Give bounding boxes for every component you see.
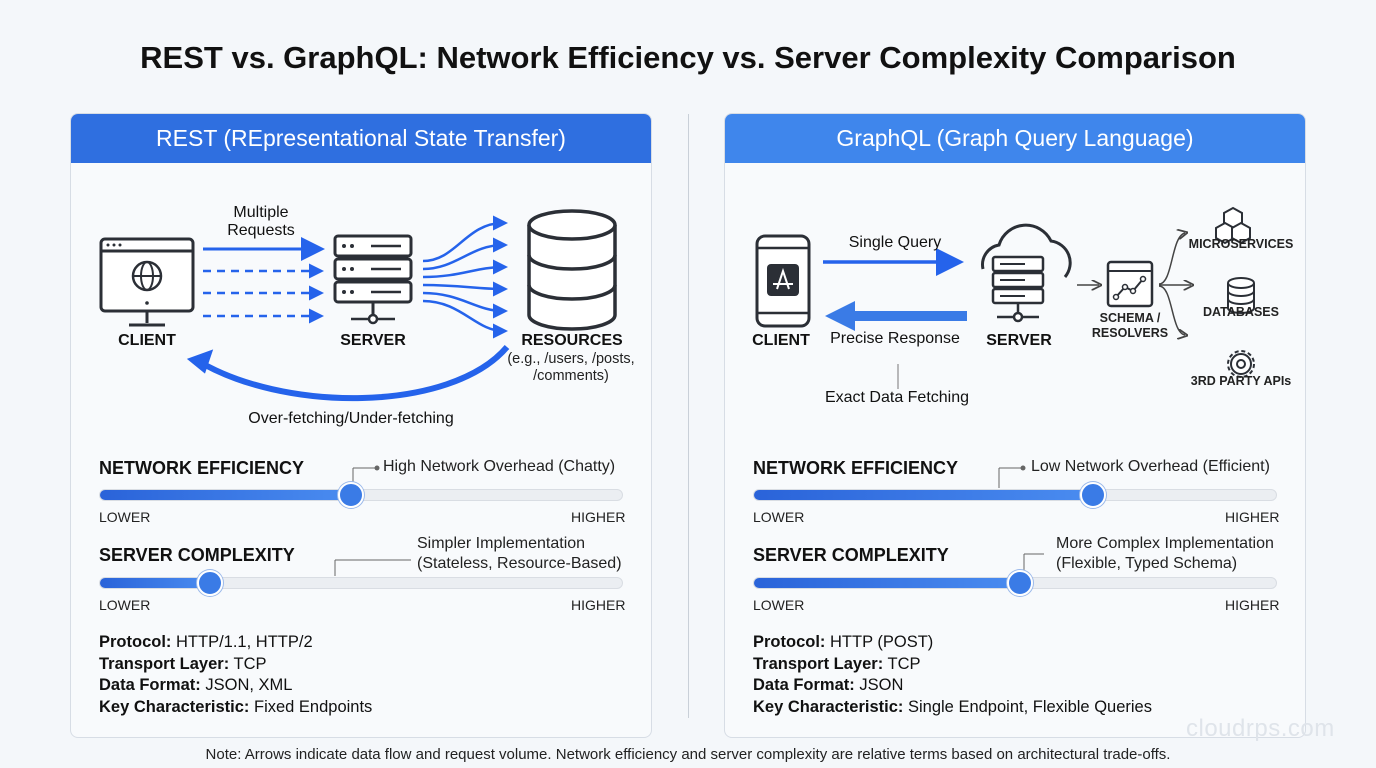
- fan-out-arrows: [422, 215, 508, 339]
- server-label: SERVER: [986, 332, 1052, 349]
- server-complexity-title: SERVER COMPLEXITY: [753, 545, 949, 565]
- graphql-diagram: [755, 206, 1255, 389]
- resources-examples: (e.g., /users, /posts, /comments): [491, 351, 651, 385]
- panel-divider: [688, 114, 689, 718]
- client-label: CLIENT: [752, 332, 810, 349]
- server-complexity-track: [99, 570, 623, 596]
- network-efficiency-fill: [100, 490, 351, 500]
- databases-icon: [1227, 277, 1255, 314]
- client-phone-icon: [755, 234, 811, 328]
- network-efficiency-fill: [754, 490, 1093, 500]
- requests-line1: Multiple: [233, 204, 289, 221]
- network-efficiency-note: High Network Overhead (Chatty): [383, 458, 616, 475]
- microservices-label: MICROSERVICES: [1188, 237, 1294, 251]
- rest-diagram: [99, 209, 617, 402]
- network-efficiency-track: [753, 482, 1277, 508]
- server-label: SERVER: [340, 332, 406, 349]
- schema-line1: SCHEMA /: [1099, 311, 1161, 325]
- watermark: cloudrps.com: [1186, 715, 1335, 742]
- server-rack-icon: [333, 234, 413, 325]
- resources-sub1: (e.g., /users, /posts,: [507, 351, 635, 367]
- cloud-server-icon: [981, 223, 1072, 323]
- rest-specs: Protocol: HTTP/1.1, HTTP/2 Transport Lay…: [99, 632, 372, 718]
- server-complexity-track: [753, 570, 1277, 596]
- server-complexity-title: SERVER COMPLEXITY: [99, 545, 295, 565]
- return-arrow: [193, 345, 510, 402]
- spec-transport: Transport Layer: TCP: [99, 654, 267, 673]
- client-label: CLIENT: [118, 332, 176, 349]
- spec-format: Data Format: JSON, XML: [99, 676, 293, 694]
- resources-label: RESOURCES: [521, 332, 623, 349]
- spec-transport: Transport Layer: TCP: [753, 654, 921, 673]
- spec-protocol: Protocol: HTTP/1.1, HTTP/2: [99, 633, 313, 651]
- graphql-panel-header: GraphQL (Graph Query Language): [725, 114, 1305, 163]
- resources-sub2: /comments): [533, 368, 609, 384]
- single-query-label: Single Query: [848, 234, 942, 251]
- note-pointer-icon: [334, 559, 411, 576]
- axis-high-label: HIGHER: [1225, 597, 1280, 613]
- network-efficiency-track: [99, 482, 623, 508]
- network-efficiency-knob[interactable]: [338, 482, 364, 508]
- server-complexity-fill: [100, 578, 210, 588]
- precise-response-label: Precise Response: [830, 330, 960, 347]
- requests-line2: Requests: [227, 222, 295, 239]
- server-complexity-knob[interactable]: [197, 570, 223, 596]
- network-efficiency-note: Low Network Overhead (Efficient): [1031, 458, 1270, 475]
- server-complexity-knob[interactable]: [1007, 570, 1033, 596]
- network-efficiency-title: NETWORK EFFICIENCY: [99, 458, 304, 478]
- server-complexity-fill: [754, 578, 1020, 588]
- spec-key: Key Characteristic: Single Endpoint, Fle…: [753, 697, 1152, 716]
- multiple-requests-label: Multiple Requests: [201, 204, 321, 240]
- axis-low-label: LOWER: [753, 597, 805, 613]
- microservices-cubes-icon: [1215, 206, 1251, 245]
- client-monitor-icon: [99, 237, 195, 327]
- schema-resolvers-label: SCHEMA / RESOLVERS: [1085, 311, 1175, 341]
- databases-label: DATABASES: [1203, 305, 1279, 319]
- rest-panel: REST (REpresentational State Transfer): [70, 113, 652, 738]
- schema-chart-icon: [1106, 260, 1154, 308]
- page-title: REST vs. GraphQL: Network Efficiency vs.…: [140, 40, 1236, 75]
- exact-data-label: Exact Data Fetching: [824, 389, 970, 406]
- complexity-note-line1: Simpler Implementation: [417, 535, 586, 552]
- axis-low-label: LOWER: [99, 597, 151, 613]
- network-efficiency-knob[interactable]: [1080, 482, 1106, 508]
- return-arrowhead-icon: [186, 349, 214, 374]
- branch-arrows: [1158, 233, 1191, 335]
- network-efficiency-title: NETWORK EFFICIENCY: [753, 458, 958, 478]
- third-party-label: 3RD PARTY APIs: [1190, 374, 1292, 388]
- rest-panel-header: REST (REpresentational State Transfer): [71, 114, 651, 163]
- schema-line2: RESOLVERS: [1091, 326, 1169, 340]
- complexity-note-line2: (Flexible, Typed Schema): [1056, 555, 1238, 572]
- server-complexity-note: More Complex Implementation (Flexible, T…: [1056, 534, 1274, 574]
- spec-protocol: Protocol: HTTP (POST): [753, 633, 934, 651]
- note-pointer-icon: [998, 465, 1026, 488]
- note-pointer-icon: [352, 465, 380, 484]
- fetch-note: Over-fetching/Under-fetching: [248, 410, 454, 427]
- graphql-specs: Protocol: HTTP (POST) Transport Layer: T…: [753, 632, 1152, 718]
- complexity-note-line1: More Complex Implementation: [1056, 535, 1274, 552]
- spec-format: Data Format: JSON: [753, 676, 904, 694]
- footnote: Note: Arrows indicate data flow and requ…: [205, 746, 1171, 763]
- graphql-panel: GraphQL (Graph Query Language): [724, 113, 1306, 738]
- third-party-gear-icon: [1227, 350, 1255, 378]
- precise-response-arrow: [825, 301, 967, 331]
- spec-key: Key Characteristic: Fixed Endpoints: [99, 697, 373, 716]
- database-icon: [527, 209, 617, 331]
- complexity-note-line2: (Stateless, Resource-Based): [417, 555, 622, 572]
- axis-high-label: HIGHER: [1225, 509, 1280, 525]
- axis-high-label: HIGHER: [571, 597, 626, 613]
- axis-low-label: LOWER: [99, 509, 151, 525]
- axis-high-label: HIGHER: [571, 509, 626, 525]
- axis-low-label: LOWER: [753, 509, 805, 525]
- server-complexity-note: Simpler Implementation (Stateless, Resou…: [417, 534, 622, 574]
